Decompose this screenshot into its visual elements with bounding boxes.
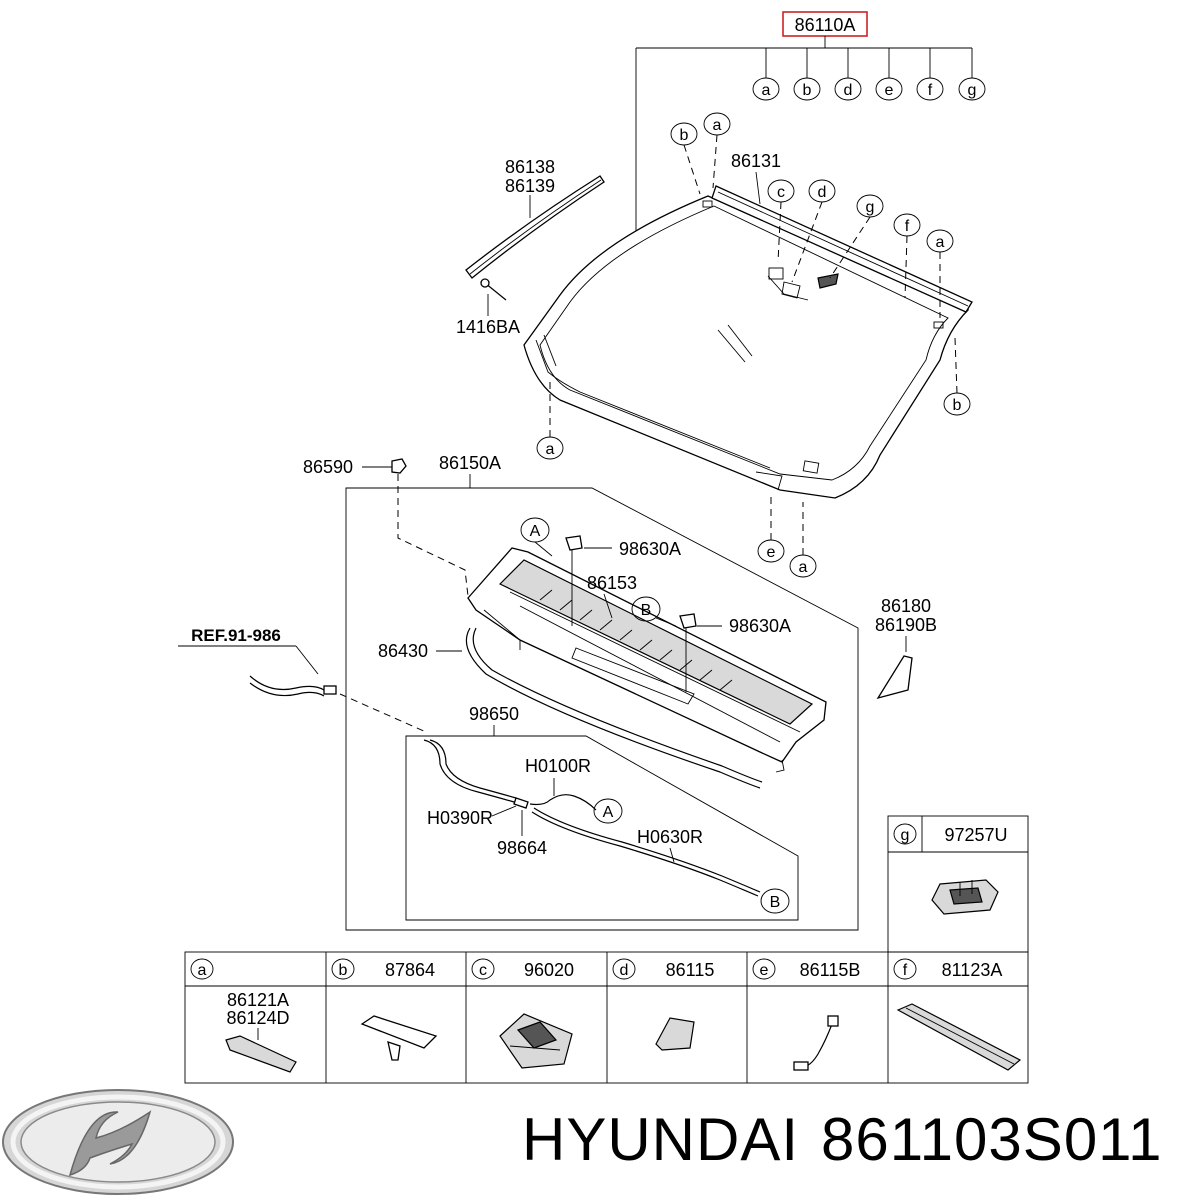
callout-letter: a [799,559,808,576]
legend-letter: f [903,962,908,979]
legend-letter: c [479,962,487,979]
label-H0390R: H0390R [427,808,493,828]
label-86590: 86590 [303,457,353,477]
side-molding-86138 [465,175,605,279]
label-1416BA: 1416BA [456,317,520,337]
label-86180: 86180 [881,596,931,616]
callout-letter: B [770,894,781,911]
legend-sub-part: 86124D [226,1008,289,1028]
part-81123A-icon [896,1003,1022,1071]
callout-letter: g [866,199,875,216]
label-98630A-2: 98630A [729,616,791,636]
part-86115B-icon [793,1015,839,1071]
header-letter-callouts: a b d e f g [752,48,986,101]
ref-hose [249,675,337,697]
footer-part-number: 861103S011 [821,1106,1163,1173]
nut-86590 [391,458,407,474]
part-87864-icon [360,1015,438,1061]
callout-letter: f [905,218,910,235]
legend-part: 96020 [524,960,574,980]
label-86150A: 86150A [439,453,501,473]
callout-letter: e [767,544,776,561]
hyundai-logo [2,1089,234,1195]
legend-part: 87864 [385,960,435,980]
footer-part-title: HYUNDAI 861103S011 [522,1105,1184,1175]
nozzle-98630A-1 [565,535,583,626]
legend-part: 86115B [800,960,861,980]
legend-letter: b [339,962,348,979]
label-H0100R: H0100R [525,756,591,776]
callout-letter: A [603,804,614,821]
legend-letter: d [620,962,629,979]
label-98664: 98664 [497,838,547,858]
label-98650: 98650 [469,704,519,724]
header-letter: f [928,82,933,99]
weatherstrip-86430 [465,627,763,789]
callout-letter: a [713,117,722,134]
legend-part: 97257U [944,825,1007,845]
cowl-group-frame [345,487,859,931]
header-letter: e [885,82,894,99]
callout-letter: c [777,184,785,201]
callout-letter: B [641,602,652,619]
callout-letter: b [680,127,689,144]
header-letter: a [762,82,771,99]
legend-letter: a [198,962,207,979]
windshield-callouts: b a c d g f a b a e a [536,112,971,578]
callout-letter: b [953,397,962,414]
trim-86180 [876,655,913,700]
part-97257U-icon [931,879,999,915]
hose-group-frame [405,735,799,921]
callout-letter: d [818,184,827,201]
header-letter: b [803,82,812,99]
nozzle-98630A-2 [679,613,697,692]
label-98630A-1: 98630A [619,539,681,559]
part-86121A-icon [225,1035,297,1073]
callout-letter: a [936,234,945,251]
label-86138: 86138 [505,157,555,177]
label-ref: REF.91-986 [191,626,281,645]
footer-brand-name: HYUNDAI [522,1106,800,1173]
header-letter: g [968,82,977,99]
label-86139: 86139 [505,176,555,196]
label-86153: 86153 [587,573,637,593]
legend-table: a b c d e f 87864 96020 86115 86115B 811… [184,951,1029,1084]
part-86115-icon [655,1017,695,1051]
legend-sub-part: 86121A [227,990,289,1010]
label-H0630R: H0630R [637,827,703,847]
callout-letter: A [530,523,541,540]
legend-letter: e [760,962,769,979]
legend-part: 81123A [942,960,1003,980]
windshield-glass [523,195,970,499]
part-96020-icon [499,1013,573,1069]
label-86430: 86430 [378,641,428,661]
legend-part: 86115 [666,960,715,980]
legend-letter: g [901,827,910,844]
callout-letter: a [546,441,555,458]
label-86131: 86131 [731,151,781,171]
header-letter: d [844,82,853,99]
clip-1416BA [480,278,507,301]
header-part-label: 86110A [795,15,856,35]
label-86190B: 86190B [875,615,937,635]
top-molding-86131 [711,185,973,313]
legend-cell-g: g 97257U [887,815,1029,953]
washer-hose-98650 [423,739,761,897]
cowl-top-cover [467,547,827,773]
